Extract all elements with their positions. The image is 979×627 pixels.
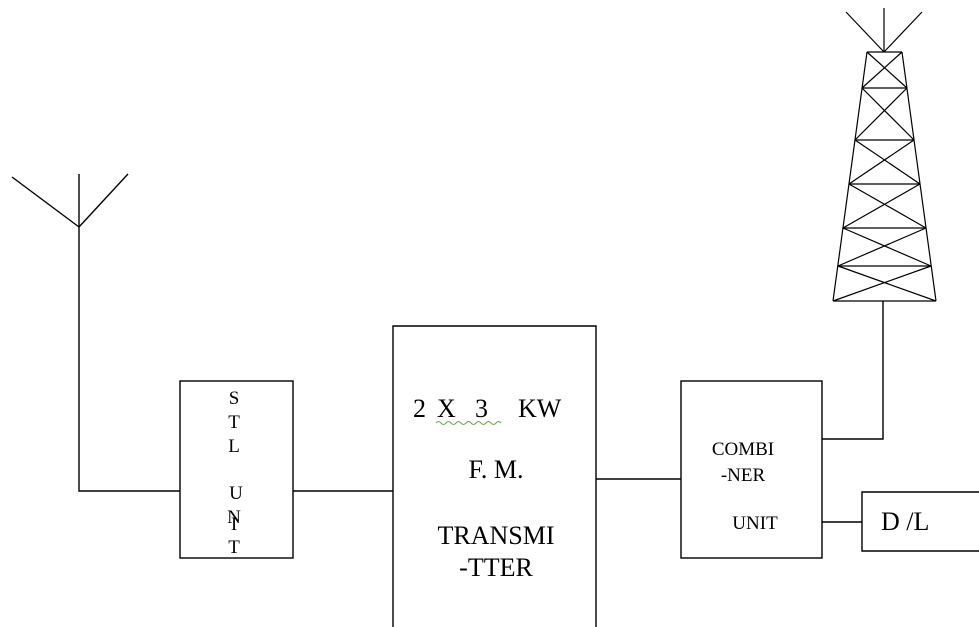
transmitter-label: 2 X 3 KW F. M. TRANSMI -TTER — [413, 394, 562, 582]
combiner-to-tower-line — [822, 301, 884, 440]
dummy-load-box — [861, 491, 979, 552]
combiner-unit-box — [680, 380, 823, 559]
transmitter-type: F. M. — [469, 455, 524, 484]
transmitter-unit: KW — [518, 394, 562, 423]
combiner-line-3: UNIT — [732, 513, 778, 534]
stl-letter-7: T — [228, 537, 240, 558]
combiner-line-2: -NER — [721, 465, 766, 486]
antenna-feed-line — [78, 227, 180, 492]
stl-letter-3: L — [228, 436, 240, 457]
dummy-load-label: D /L — [881, 507, 929, 536]
transmitter-box — [392, 325, 597, 627]
transmitter-name-part1: TRANSMI — [437, 521, 554, 550]
stl-unit-label: S T L U N I T — [227, 388, 243, 558]
stl-letter-2: T — [228, 412, 240, 433]
transmitter-x: X — [437, 394, 456, 423]
transmitter-power: 3 — [475, 394, 488, 423]
transmitting-tower-icon — [832, 8, 937, 302]
stl-unit-box — [179, 380, 294, 559]
spellcheck-underline — [435, 421, 502, 425]
combiner-label: COMBI -NER UNIT — [712, 439, 778, 534]
transmitter-name-part2: -TTER — [459, 553, 533, 582]
stl-letter-6: I — [231, 514, 237, 535]
combiner-line-1: COMBI — [712, 439, 774, 460]
stl-letter-5: N — [227, 507, 241, 528]
stl-letter-4: U — [229, 483, 243, 504]
stl-receive-antenna-icon — [11, 173, 129, 228]
transmitter-count: 2 — [413, 394, 426, 423]
stl-letter-1: S — [229, 388, 240, 409]
